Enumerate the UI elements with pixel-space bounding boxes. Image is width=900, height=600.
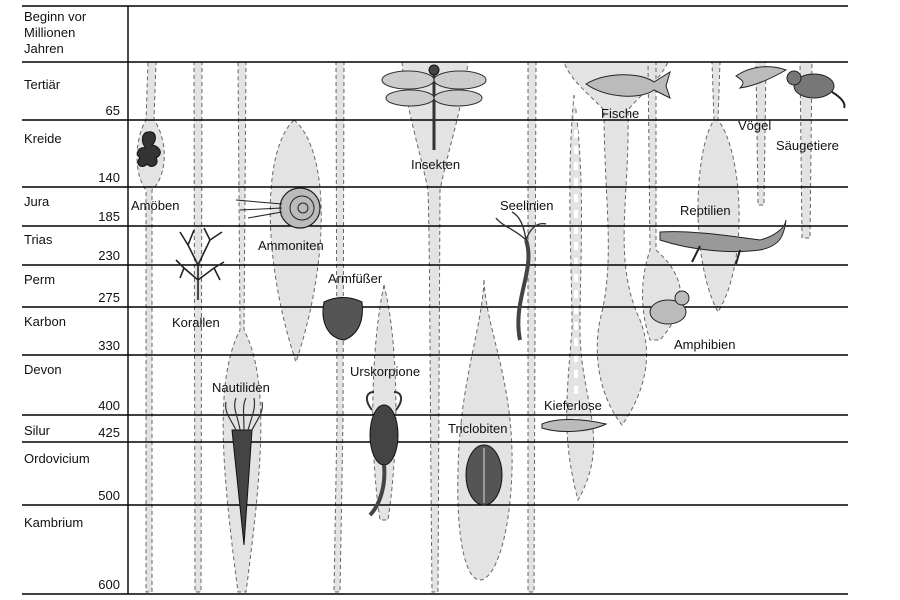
- spindle-insekten: [401, 61, 469, 593]
- label-fische: Fische: [601, 106, 639, 121]
- organism-illustrations: [137, 64, 846, 546]
- period-name-kambrium: Kambrium: [24, 515, 83, 530]
- period-boundaries: [22, 5, 848, 595]
- label-voegel: Vögel: [738, 118, 771, 133]
- period-start-silur: 425: [98, 425, 120, 440]
- label-reptilien: Reptilien: [680, 203, 731, 218]
- header-line-2: Millionen: [24, 25, 75, 40]
- nautilid-illustration: [225, 397, 263, 546]
- spindle-korallen: [193, 61, 203, 593]
- label-kieferlose: Kieferlose: [544, 398, 602, 413]
- period-start-trias: 230: [98, 248, 120, 263]
- spindle-voegel: [755, 61, 767, 206]
- label-urskorpione: Urskorpione: [350, 364, 420, 379]
- jawless-fish-illustration: [541, 419, 608, 432]
- scorpion-illustration: [366, 391, 402, 517]
- period-name-tertiaer: Tertiär: [24, 77, 61, 92]
- label-triclobiten: Triclobiten: [448, 421, 507, 436]
- period-name-silur: Silur: [24, 423, 51, 438]
- period-start-kreide: 140: [98, 170, 120, 185]
- label-insekten: Insekten: [411, 157, 460, 172]
- period-name-trias: Trias: [24, 232, 53, 247]
- period-start-kambrium: 600: [98, 577, 120, 592]
- label-seelinien: Seelinien: [500, 198, 554, 213]
- spindle-ammoniten: [269, 119, 322, 364]
- period-name-jura: Jura: [24, 194, 50, 209]
- period-name-devon: Devon: [24, 362, 62, 377]
- period-start-perm: 275: [98, 290, 120, 305]
- spindle-seelinien: [527, 61, 537, 593]
- label-nautiliden: Nautiliden: [212, 380, 270, 395]
- label-ammoniten: Ammoniten: [258, 238, 324, 253]
- period-name-karbon: Karbon: [24, 314, 66, 329]
- reptile-illustration: [659, 219, 787, 265]
- trilobite-illustration: [465, 444, 503, 506]
- amoeba-illustration: [137, 131, 161, 167]
- spindle-amoeben: [136, 61, 165, 593]
- spindle-nautiliden: [222, 61, 262, 593]
- coral-illustration: [175, 227, 225, 300]
- ammonite-illustration: [235, 187, 321, 229]
- mammal-illustration: [786, 70, 846, 109]
- label-amoeben: Amöben: [131, 198, 179, 213]
- period-start-tertiaer: 65: [106, 103, 120, 118]
- period-name-kreide: Kreide: [24, 131, 62, 146]
- period-name-perm: Perm: [24, 272, 55, 287]
- period-start-karbon: 330: [98, 338, 120, 353]
- spindle-fische: [563, 61, 669, 426]
- header-line-1: Beginn vor: [24, 9, 87, 24]
- insect-illustration: [381, 64, 487, 150]
- sealily-illustration: [495, 211, 547, 341]
- label-saeugetiere: Säugetiere: [776, 138, 839, 153]
- header-line-3: Jahren: [24, 41, 64, 56]
- period-name-ordovicium: Ordovicium: [24, 451, 90, 466]
- label-armfuesser: Armfüßer: [328, 271, 383, 286]
- spindle-kieferlose: [566, 94, 595, 502]
- label-amphibien: Amphibien: [674, 337, 735, 352]
- lineage-spindles: [136, 61, 813, 593]
- fish-illustration: [585, 70, 671, 99]
- spindle-amphibien: [642, 61, 681, 341]
- period-start-ordovicium: 500: [98, 488, 120, 503]
- amphibian-illustration: [649, 290, 690, 325]
- bird-illustration: [735, 66, 788, 89]
- brachiopod-illustration: [322, 297, 363, 341]
- label-korallen: Korallen: [172, 315, 220, 330]
- period-start-jura: 185: [98, 209, 120, 224]
- period-start-devon: 400: [98, 398, 120, 413]
